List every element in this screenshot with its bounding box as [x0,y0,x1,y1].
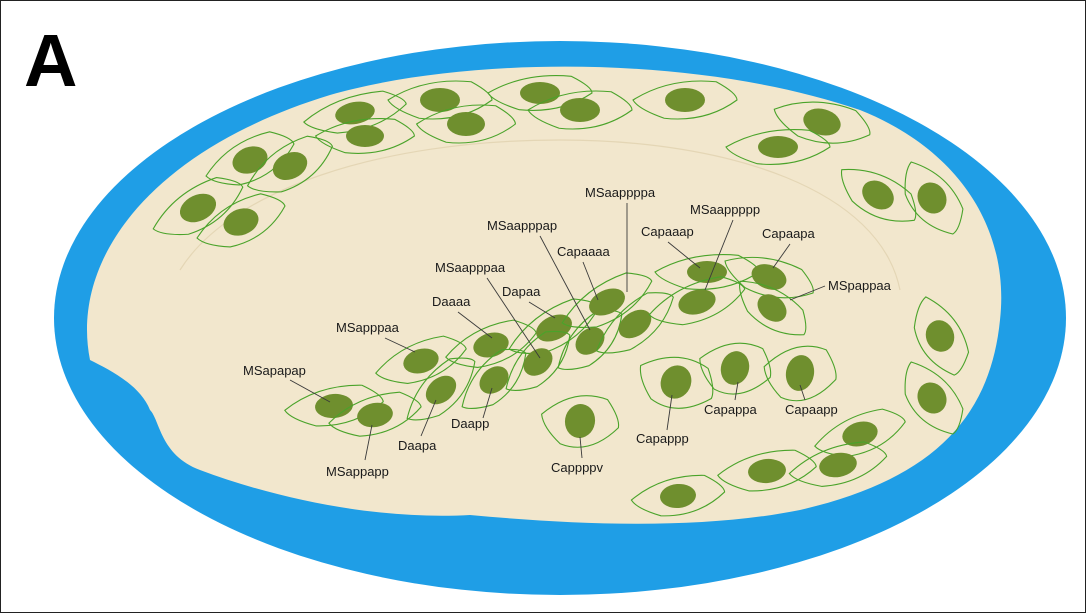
label-msaapppap: MSaapppap [487,218,557,233]
label-msapppaa: MSapppaa [336,320,400,335]
label-capaaap: Capaaap [641,224,694,239]
cell-nucleus [665,88,705,112]
label-msappapp: MSappapp [326,464,389,479]
label-capaaaa: Capaaaa [557,244,611,259]
label-dapaa: Dapaa [502,284,541,299]
cell-nucleus [520,82,560,104]
label-capappp: Capappp [636,431,689,446]
label-daapp: Daapp [451,416,489,431]
cell-nucleus [758,136,798,158]
label-mspappaa: MSpappaa [828,278,892,293]
label-msaapppaa: MSaapppaa [435,260,506,275]
cell-nucleus [560,98,600,122]
panel-label: A [24,24,77,98]
cell-nucleus [346,125,384,147]
label-msaappppp: MSaappppp [690,202,760,217]
label-capaapp: Capaapp [785,402,838,417]
label-capappa: Capappa [704,402,758,417]
label-capaapa: Capaapa [762,226,816,241]
label-msaappppa: MSaappppa [585,185,656,200]
label-cappppv: Cappppv [551,460,604,475]
label-daapa: Daapa [398,438,437,453]
cell-nucleus [447,112,485,136]
label-msapapap: MSapapap [243,363,306,378]
label-daaaa: Daaaa [432,294,471,309]
